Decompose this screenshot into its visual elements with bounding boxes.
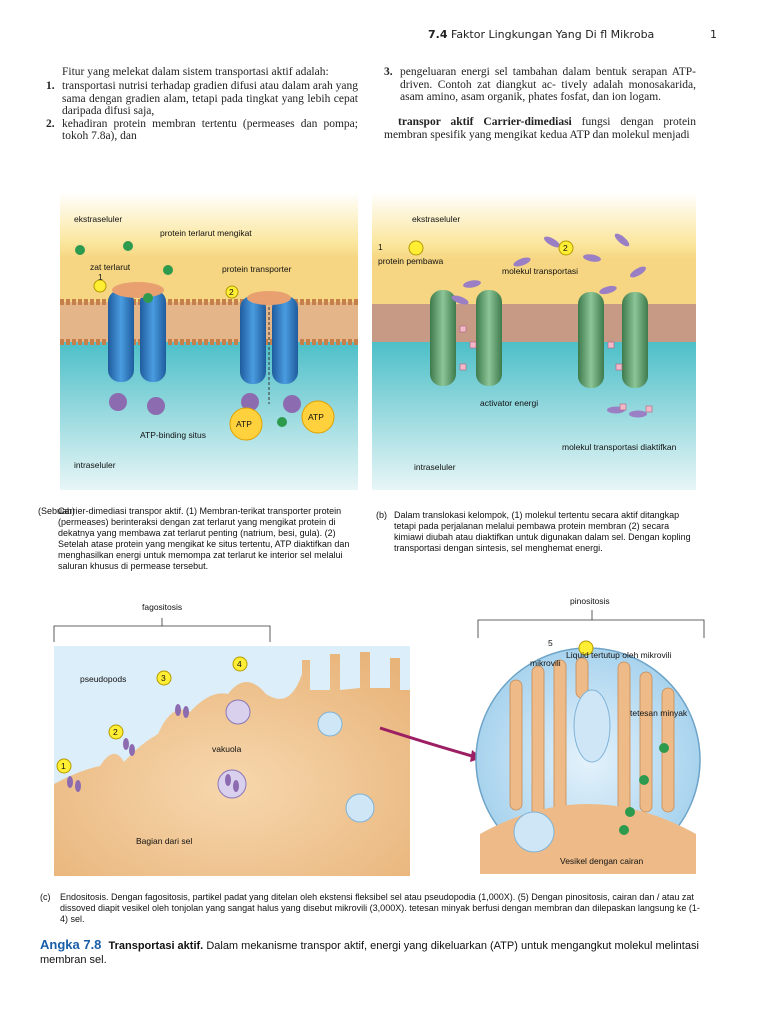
label-pinositosis: pinositosis — [570, 596, 610, 606]
section-number: 7.4 — [428, 28, 448, 41]
caption-a: Carrier-dimediasi transpor aktif. (1) Me… — [58, 506, 350, 571]
label-protein-terlarut: protein terlarut mengikat — [160, 228, 252, 238]
label-protein-pembawa: protein pembawa — [378, 256, 443, 266]
page-number: 1 — [710, 28, 717, 41]
term: transpor aktif Carrier-dimediasi — [398, 116, 572, 128]
particles — [67, 704, 189, 792]
intro-text: Fitur yang melekat dalam sistem transpor… — [62, 66, 329, 78]
panel-a-diagram: ATP ATP ekstraseluler protein terlarut m… — [60, 192, 358, 490]
label-mikrovili: mikrovili — [530, 658, 561, 668]
solute-molecule — [75, 245, 85, 255]
figure-label: Angka 7.8 — [40, 937, 102, 952]
step-marker — [558, 240, 574, 256]
caption-c-letter: (c) — [40, 892, 51, 902]
label-liquid: Liquid tertutup oleh mikrovili — [566, 650, 671, 660]
protein-transporter-2 — [240, 291, 301, 413]
panel-c-diagram: fagositosis pinositosis — [53, 596, 705, 876]
step-marker — [408, 240, 424, 256]
label-ekstraseluler: ekstraseluler — [74, 214, 122, 224]
atp-burst-2: ATP — [301, 400, 335, 434]
caption-b: Dalam translokasi kelompok, (1) molekul … — [394, 510, 691, 553]
label-molekul-transportasi: molekul transportasi — [502, 266, 578, 276]
svg-text:ATP: ATP — [236, 419, 252, 429]
caption-a-letter: (Sebuah) — [38, 506, 76, 516]
label-protein-transporter: protein transporter — [222, 264, 292, 274]
carrier-protein-1 — [430, 290, 502, 386]
carrier-protein-2 — [578, 292, 648, 388]
caption-c: Endositosis. Dengan fagositosis, partike… — [60, 892, 700, 924]
list-item: 2. kehadiran protein membran tertentu (p… — [46, 117, 358, 143]
solute-molecule — [163, 265, 173, 275]
figure-caption: Angka 7.8 Transportasi aktif. Dalam meka… — [40, 938, 730, 967]
label-vakuola: vakuola — [212, 744, 242, 754]
label-atp-binding: ATP-binding situs — [140, 430, 206, 440]
feature-list-cont: 3. pengeluaran energi sel tambahan dalam… — [384, 66, 696, 104]
protein-transporter-1 — [108, 282, 166, 415]
zoom-arrow — [379, 726, 473, 758]
droplet — [317, 711, 343, 737]
section-title: Faktor Lingkungan Yang Di fl Mikroba — [451, 28, 655, 41]
list-item: 3. pengeluaran energi sel tambahan dalam… — [384, 66, 696, 103]
binding-protein — [93, 279, 107, 293]
vacuole — [217, 699, 251, 799]
activated-molecules — [459, 325, 653, 413]
step-number: 1 — [98, 272, 103, 282]
panel-b-diagram: ekstraseluler 1 protein pembawa 2 moleku… — [372, 192, 696, 490]
step-number: 1 — [61, 761, 66, 771]
enclosed-liquid — [573, 689, 611, 763]
label-intraseluler: intraseluler — [414, 462, 456, 472]
step-number: 2 — [113, 727, 118, 737]
label-intraseluler: intraseluler — [74, 460, 116, 470]
step-number: 3 — [161, 673, 166, 683]
atp-burst-1: ATP — [229, 407, 263, 441]
caption-b-letter: (b) — [376, 510, 387, 520]
label-tetesan-minyak: tetesan minyak — [630, 708, 688, 718]
paragraph: transpor aktif Carrier-dimediasi fungsi … — [384, 116, 697, 141]
bracket-fagositosis — [53, 625, 271, 642]
solute-molecule — [277, 417, 287, 427]
list-item: 1. transportasi nutrisi terhadap gradien… — [46, 80, 358, 117]
droplet — [345, 793, 375, 823]
label-zat-terlarut: zat terlarut — [90, 262, 131, 272]
step-marker — [225, 285, 239, 299]
figure-title: Transportasi aktif. — [108, 940, 204, 952]
label-activator-energi: activator energi — [480, 398, 538, 408]
step-number: 2 — [229, 287, 234, 297]
svg-text:ATP: ATP — [308, 412, 324, 422]
step-number: 2 — [563, 243, 568, 253]
solute-molecule — [123, 241, 133, 251]
bracket-pinositosis — [477, 619, 705, 638]
feature-list: 1. transportasi nutrisi terhadap gradien… — [46, 80, 358, 143]
label-molekul-diaktifkan: molekul transportasi diaktifkan — [562, 442, 677, 452]
label-fagositosis: fagositosis — [142, 602, 182, 612]
running-header: 7.4 Faktor Lingkungan Yang Di fl Mikroba — [428, 28, 654, 41]
fluid-vesicle — [513, 811, 555, 853]
label-vesikel: Vesikel dengan cairan — [560, 856, 643, 866]
step-number: 1 — [378, 242, 383, 252]
step-markers — [56, 640, 594, 774]
oil-droplets — [619, 743, 669, 835]
figure-text: Dalam mekanisme transpor aktif, energi y… — [40, 940, 699, 966]
label-bagian-sel: Bagian dari sel — [136, 836, 192, 846]
label-pseudopods: pseudopods — [80, 674, 126, 684]
cell-body — [54, 652, 410, 876]
label-ekstraseluler: ekstraseluler — [412, 214, 460, 224]
step-number: 5 — [548, 638, 553, 648]
step-number: 4 — [237, 659, 242, 669]
